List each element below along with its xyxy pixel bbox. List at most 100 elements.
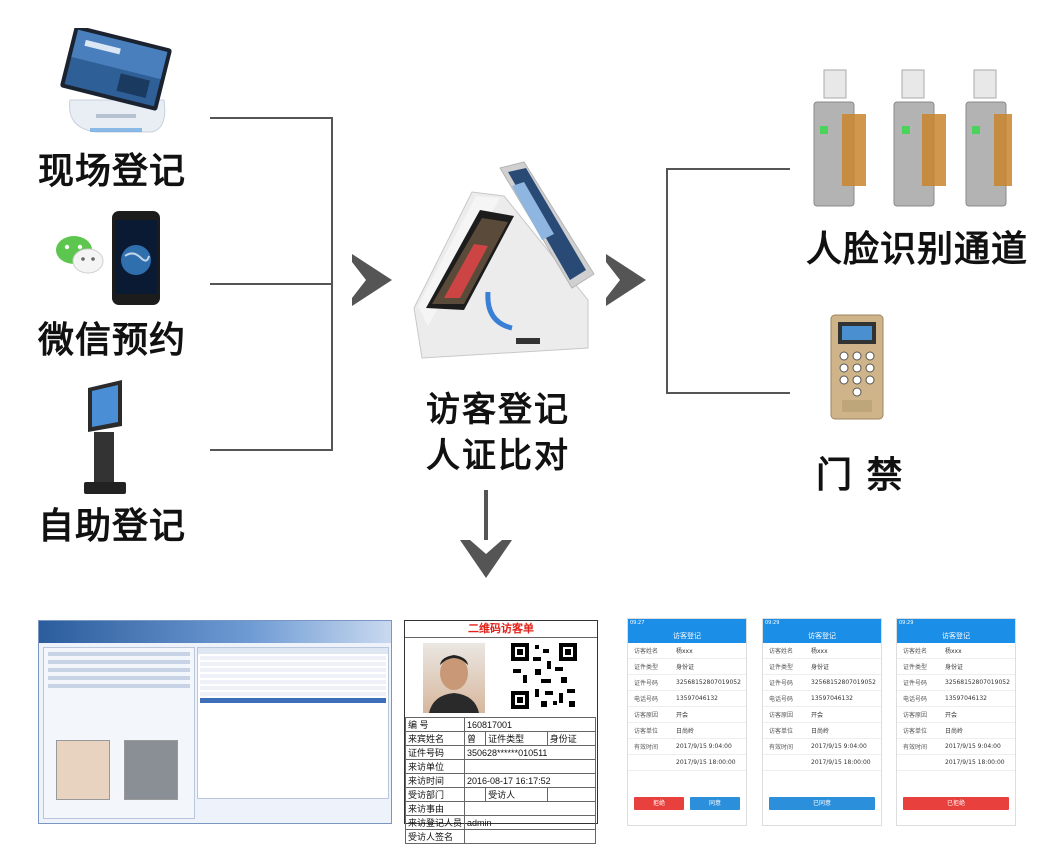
onsite-registration-label: 现场登记 — [38, 151, 187, 192]
phone-fields: 访客姓名杨xxx 证件类型 身份证证件号码 32568152807019052 电话号码… — [897, 643, 1015, 771]
phone-field-row: 2017/9/15 18:00:00 — [763, 755, 881, 771]
phone-field-label: 访客姓名 — [634, 648, 659, 655]
ticket-field-value — [464, 787, 487, 802]
phone-field-value: 身份证 — [945, 664, 964, 671]
software-header-banner — [39, 621, 391, 643]
phone-field-value: 2017/9/15 9:04:00 — [945, 743, 1001, 750]
ticket-field-value — [464, 801, 596, 816]
status-bar: 09:29 — [763, 619, 881, 629]
phone-field-label: 证件号码 — [634, 680, 659, 687]
phone-field-value: 13597046132 — [945, 695, 987, 702]
ticket-field-value — [464, 759, 596, 774]
phone-field-row: 证件类型 身份证 — [897, 659, 1015, 675]
connector-line — [666, 168, 790, 170]
ticket-field-value — [546, 787, 597, 802]
arrow-notch — [352, 262, 366, 298]
ticket-field-value — [464, 829, 596, 844]
center-title-line2: 人证比对 — [426, 436, 570, 476]
phone-field-row: 证件号码 32568152807019052 — [897, 675, 1015, 691]
phone-field-label: 电话号码 — [903, 696, 928, 703]
phone-field-value: 开会 — [811, 712, 824, 719]
rejected-status-button[interactable]: 已拒绝 — [903, 797, 1009, 810]
ticket-field-label: 编 号 — [404, 717, 466, 732]
phone-field-value: 杨xxx — [676, 648, 693, 655]
wechat-icon — [54, 234, 106, 276]
phone-field-value: 日尚岭 — [676, 728, 695, 735]
phone-field-value: 身份证 — [676, 664, 695, 671]
ticket-field-label: 来访登记人员 — [404, 815, 466, 830]
phone-field-value: 2017/9/15 18:00:00 — [811, 759, 871, 766]
phone-field-value: 2017/9/15 9:04:00 — [676, 743, 732, 750]
phone-field-row: 2017/9/15 18:00:00 — [628, 755, 746, 771]
ticket-field-label: 来访时间 — [404, 773, 466, 788]
phone-field-row: 2017/9/15 18:00:00 — [897, 755, 1015, 771]
phone-title: 访客登记 — [942, 632, 970, 640]
phone-field-value: 日尚岭 — [811, 728, 830, 735]
phone-field-label: 证件类型 — [903, 664, 928, 671]
phone-field-row: 证件类型身份证 — [763, 659, 881, 675]
pos-terminal-image — [56, 25, 176, 138]
door-access-label: 门 禁 — [816, 455, 904, 496]
phone-field-label: 电话号码 — [769, 696, 794, 703]
ticket-field-value: 曾 — [464, 731, 487, 746]
phone-field-row: 访客单位日尚岭 — [763, 723, 881, 739]
software-form-panel — [43, 647, 195, 819]
phone-field-label: 有效时间 — [634, 744, 659, 751]
phone-field-value: 2017/9/15 9:04:00 — [811, 743, 867, 750]
ticket-field-value: 350628******010511 — [464, 745, 596, 760]
center-title-line1: 访客登记 — [426, 390, 570, 430]
reject-button[interactable]: 拒绝 — [634, 797, 684, 810]
visitor-terminal-image — [404, 158, 600, 368]
phone-field-label: 访客原因 — [903, 712, 928, 719]
status-bar: 09:27 — [628, 619, 746, 629]
self-service-kiosk-image — [78, 378, 132, 496]
camera-photo — [124, 740, 178, 800]
ticket-photo — [423, 643, 485, 713]
status-time: 09:27 — [630, 620, 645, 626]
phone-field-value: 身份证 — [811, 664, 830, 671]
phone-field-row: 访客姓名 杨xxx — [628, 643, 746, 659]
phone-header: 访客登记 — [628, 629, 746, 643]
ticket-row: 受访人签名 — [404, 829, 596, 844]
ticket-row: 来宾姓名曾证件类型身份证 — [404, 731, 597, 746]
self-registration-label: 自助登记 — [38, 506, 187, 547]
phone-field-value: 杨xxx — [811, 648, 828, 655]
phone-field-value: 32568152807019052 — [945, 679, 1010, 686]
phone-field-row: 访客单位日尚岭 — [897, 723, 1015, 739]
arrow-down-shaft — [484, 490, 488, 550]
software-visitor-table — [197, 647, 389, 799]
phone-field-label: 有效时间 — [903, 744, 928, 751]
approve-button[interactable]: 同意 — [690, 797, 740, 810]
phone-field-row: 证件类型身份证 — [628, 659, 746, 675]
registration-software-screenshot — [38, 620, 392, 824]
phone-field-row: 访客原因开会 — [897, 707, 1015, 723]
ticket-field-label: 来宾姓名 — [404, 731, 466, 746]
phone-field-value: 13597046132 — [811, 695, 853, 702]
wechat-booking-label: 微信预约 — [38, 320, 187, 361]
id-photo — [56, 740, 110, 800]
phone-title: 访客登记 — [808, 632, 836, 640]
phone-field-label: 访客原因 — [769, 712, 794, 719]
ticket-qr-code — [511, 643, 577, 709]
phone-field-label: 证件号码 — [769, 680, 794, 687]
connector-line — [210, 283, 332, 285]
ticket-field-label: 证件号码 — [404, 745, 466, 760]
ticket-field-value: 身份证 — [546, 731, 597, 746]
approved-status-button[interactable]: 已同意 — [769, 797, 875, 810]
phone-field-row: 访客单位日尚岭 — [628, 723, 746, 739]
ticket-field-value: 160817001 — [464, 717, 596, 732]
smartphone-image — [111, 210, 161, 306]
access-control-panel-image — [830, 314, 884, 420]
phone-field-label: 证件号码 — [903, 680, 928, 687]
phone-field-row: 访客姓名杨xxx — [897, 643, 1015, 659]
phone-field-label: 访客原因 — [634, 712, 659, 719]
